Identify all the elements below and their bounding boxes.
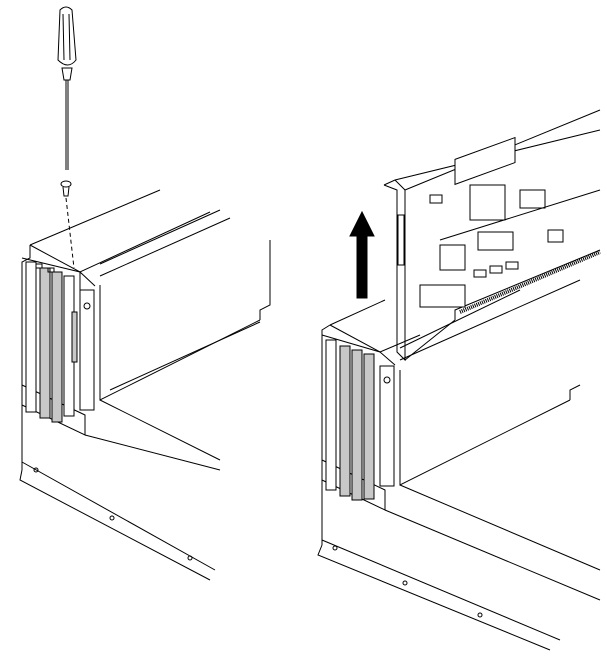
screw-path-line: [66, 198, 74, 268]
expansion-card: [384, 110, 600, 360]
chassis-right: [318, 280, 600, 650]
left-panel: [20, 7, 270, 580]
screw-icon: [61, 181, 71, 196]
chassis-left: [20, 190, 270, 580]
screwdriver-icon: [58, 7, 76, 170]
right-panel: [318, 110, 600, 650]
up-arrow-icon: [350, 212, 374, 298]
